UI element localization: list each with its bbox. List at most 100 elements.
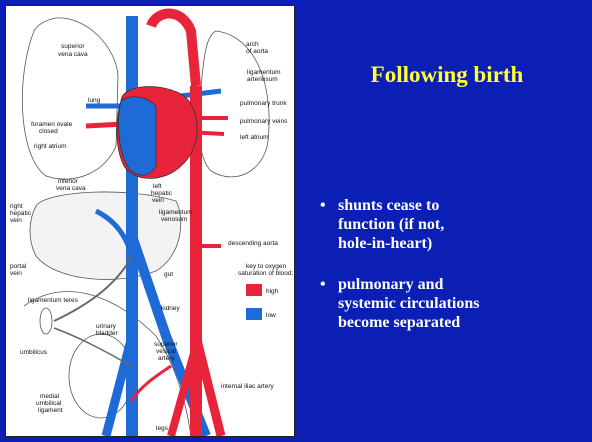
bullet-dot-icon: • xyxy=(320,275,326,294)
slide-title: Following birth xyxy=(312,62,582,88)
label-portal-vein-1: portal xyxy=(10,263,27,270)
label-superior-vesical-artery-2: vesical xyxy=(156,348,176,355)
label-medial-umbilical-ligament-2: umbilical xyxy=(36,400,62,407)
label-ligamentum-arteriosum-2: arteriosum xyxy=(247,76,278,83)
svg-text:descending aorta: descending aorta xyxy=(228,240,278,247)
svg-text:portal: portal xyxy=(10,263,27,270)
label-left-atrium: left atrium xyxy=(240,134,269,141)
key-title-2: saturation of blood: xyxy=(238,270,293,277)
label-medial-umbilical-ligament-3: ligament xyxy=(38,407,63,414)
svg-text:ligamentum: ligamentum xyxy=(159,209,193,216)
label-superior-vena-cava-2: vena cava xyxy=(58,51,88,58)
label-foramen-ovale-2: closed xyxy=(39,128,58,135)
svg-text:ligamentum teres: ligamentum teres xyxy=(28,297,79,304)
bullet-1-line-3: hole-in-heart) xyxy=(338,234,584,253)
label-inferior-vena-cava-2: vena cava xyxy=(56,185,86,192)
circulation-diagram: superior vena cava lung foramen ovale cl… xyxy=(5,5,295,437)
svg-text:urinary: urinary xyxy=(96,323,117,330)
svg-text:lung: lung xyxy=(88,97,101,104)
label-left-hepatic-vein-3: vein xyxy=(152,197,164,204)
bullet-2-line-2: systemic circulations xyxy=(338,294,584,313)
label-ligamentum-venosum-2: venosum xyxy=(161,216,187,223)
svg-text:umbilical: umbilical xyxy=(36,400,62,407)
svg-text:superior: superior xyxy=(61,43,85,50)
label-superior-vesical-artery-1: superior xyxy=(154,341,178,348)
label-right-hepatic-vein-1: right xyxy=(10,203,23,210)
label-arch-of-aorta-1: arch xyxy=(246,41,259,48)
svg-text:left: left xyxy=(153,183,162,190)
svg-text:medial: medial xyxy=(40,393,60,400)
key-title-1: key to oxygen xyxy=(246,263,286,270)
svg-text:superior: superior xyxy=(154,341,178,348)
label-inferior-vena-cava-1: inferior xyxy=(58,178,79,185)
aortic-arch xyxy=(151,14,196,87)
svg-text:foramen ovale: foramen ovale xyxy=(31,121,73,128)
umbilicus-outline xyxy=(40,308,52,334)
svg-text:vena cava: vena cava xyxy=(56,185,86,192)
label-lung: lung xyxy=(88,97,101,104)
bullet-2-line-1: pulmonary and xyxy=(338,275,584,294)
svg-text:artery: artery xyxy=(158,355,175,362)
svg-text:arch: arch xyxy=(246,41,259,48)
svg-text:vein: vein xyxy=(10,217,22,224)
label-left-hepatic-vein-1: left xyxy=(153,183,162,190)
svg-text:arteriosum: arteriosum xyxy=(247,76,278,83)
label-ligamentum-arteriosum-1: ligamentum xyxy=(247,69,281,76)
label-superior-vesical-artery-3: artery xyxy=(158,355,175,362)
svg-text:bladder: bladder xyxy=(96,330,119,337)
svg-text:hepatic: hepatic xyxy=(10,210,32,217)
label-urinary-bladder-1: urinary xyxy=(96,323,117,330)
bullet-2-line-3: become separated xyxy=(338,313,584,332)
svg-text:venosum: venosum xyxy=(161,216,187,223)
svg-text:closed: closed xyxy=(39,128,58,135)
key-low-label: low xyxy=(266,312,276,319)
circulation-illustration: superior vena cava lung foramen ovale cl… xyxy=(6,6,295,437)
label-ligamentum-teres: ligamentum teres xyxy=(28,297,79,304)
svg-text:low: low xyxy=(266,312,276,319)
svg-text:vein: vein xyxy=(10,270,22,277)
label-left-hepatic-vein-2: hepatic xyxy=(151,190,173,197)
svg-text:key to oxygen: key to oxygen xyxy=(246,263,286,270)
svg-text:right: right xyxy=(10,203,23,210)
label-arch-of-aorta-2: of aorta xyxy=(246,48,268,55)
label-ligamentum-venosum-1: ligamentum xyxy=(159,209,193,216)
label-legs: legs xyxy=(156,425,169,432)
label-umbilicus: umbilicus xyxy=(20,349,48,356)
svg-text:kidney: kidney xyxy=(161,305,181,312)
label-right-hepatic-vein-2: hepatic xyxy=(10,210,32,217)
svg-text:inferior: inferior xyxy=(58,178,79,185)
label-descending-aorta: descending aorta xyxy=(228,240,278,247)
svg-text:gut: gut xyxy=(164,271,173,278)
bullet-item-1: • shunts cease to function (if not, hole… xyxy=(316,196,584,253)
svg-text:pulmonary veins: pulmonary veins xyxy=(240,118,288,125)
key-high-swatch xyxy=(246,284,262,296)
svg-text:ligamentum: ligamentum xyxy=(247,69,281,76)
svg-text:legs: legs xyxy=(156,425,169,432)
label-right-atrium: right atrium xyxy=(34,143,67,150)
key-low-swatch xyxy=(246,308,262,320)
liver-outline xyxy=(30,192,181,279)
svg-text:hepatic: hepatic xyxy=(151,190,173,197)
svg-text:saturation of blood:: saturation of blood: xyxy=(238,270,293,277)
bullet-1-line-1: shunts cease to xyxy=(338,196,584,215)
label-gut: gut xyxy=(164,271,173,278)
svg-text:ligament: ligament xyxy=(38,407,63,414)
svg-text:of aorta: of aorta xyxy=(246,48,268,55)
label-pulmonary-veins: pulmonary veins xyxy=(240,118,288,125)
label-medial-umbilical-ligament-1: medial xyxy=(40,393,60,400)
svg-text:left atrium: left atrium xyxy=(240,134,269,141)
umbilical-ligament-line xyxy=(54,328,131,366)
label-foramen-ovale-1: foramen ovale xyxy=(31,121,73,128)
bullet-item-2: • pulmonary and systemic circulations be… xyxy=(316,275,584,332)
label-kidney: kidney xyxy=(161,305,181,312)
label-internal-iliac-artery: internal iliac artery xyxy=(221,383,274,390)
svg-text:vena cava: vena cava xyxy=(58,51,88,58)
svg-text:vesical: vesical xyxy=(156,348,176,355)
key-high-label: high xyxy=(266,288,279,295)
svg-text:right atrium: right atrium xyxy=(34,143,67,150)
svg-text:umbilicus: umbilicus xyxy=(20,349,48,356)
svg-text:vein: vein xyxy=(152,197,164,204)
svg-text:internal iliac artery: internal iliac artery xyxy=(221,383,274,390)
bullet-1-line-2: function (if not, xyxy=(338,215,584,234)
